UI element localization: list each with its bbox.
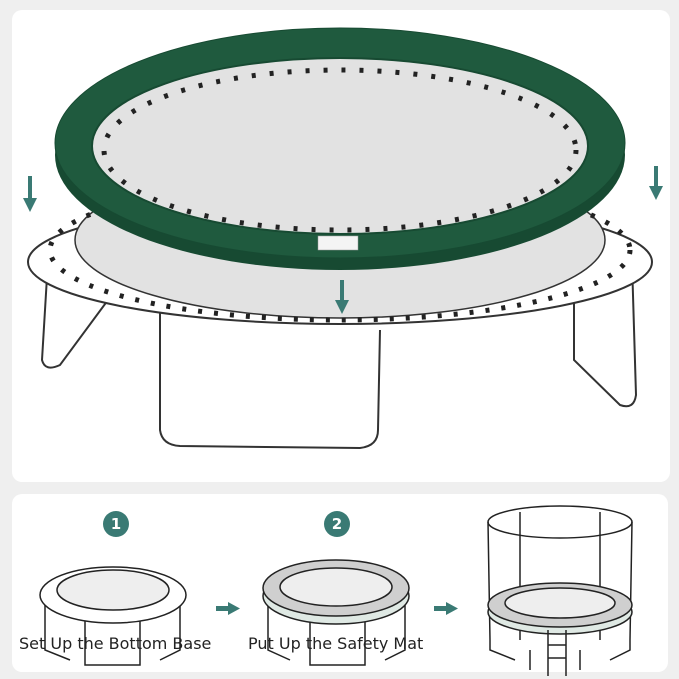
step-2-label: Put Up the Safety Mat: [248, 634, 424, 653]
pad-label-sticker: [317, 235, 359, 251]
step-2-illustration: [262, 559, 410, 666]
leg-left: [40, 259, 110, 369]
leg-right: [573, 261, 638, 408]
down-arrow-icon: [23, 166, 663, 314]
final-illustration: [487, 505, 633, 676]
right-arrow-icon: [216, 602, 458, 615]
step-1-illustration: [39, 566, 187, 666]
step-1-badge: 1: [103, 511, 129, 537]
step-1-label: Set Up the Bottom Base: [19, 634, 212, 653]
step-2-badge: 2: [324, 511, 350, 537]
inner-springs: [101, 67, 579, 233]
leg-center: [159, 312, 381, 450]
